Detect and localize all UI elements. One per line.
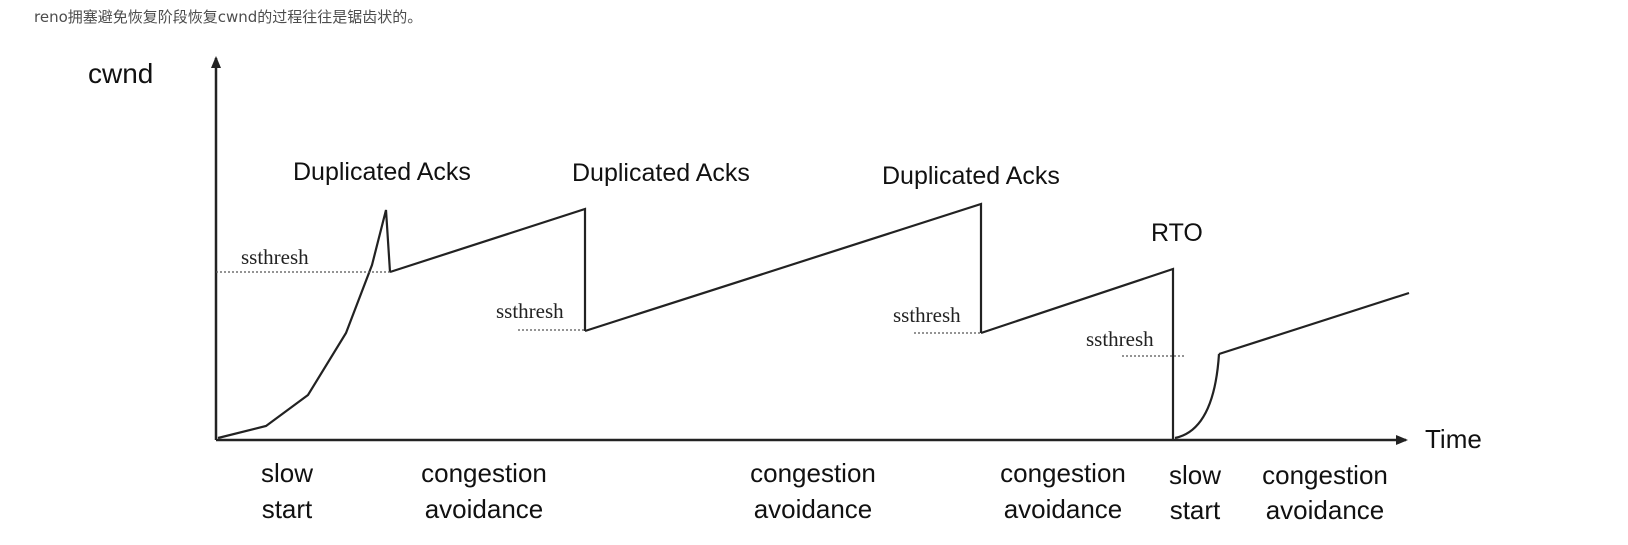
phase-label-line1: congestion	[421, 458, 547, 488]
event-label-rto: RTO	[1151, 219, 1203, 247]
event-label-dup-acks-2: Duplicated Acks	[572, 159, 750, 187]
phase-label-line1: congestion	[1000, 458, 1126, 488]
event-label-dup-acks-3: Duplicated Acks	[882, 162, 1060, 190]
cwnd-curve-avoidance-3	[980, 267, 1175, 440]
phase-label-line2: start	[262, 494, 313, 524]
phase-label-line2: start	[1170, 495, 1221, 525]
ssthresh-label-3: ssthresh	[893, 303, 961, 327]
caption-text: reno拥塞避免恢复阶段恢复cwnd的过程往往是锯齿状的。	[34, 8, 423, 26]
cwnd-curve-slow-start	[217, 209, 392, 440]
ssthresh-label-1: ssthresh	[241, 245, 309, 269]
phase-label-line1: slow	[1169, 460, 1221, 490]
phase-label-line1: slow	[261, 458, 313, 488]
phase-label-line2: avoidance	[1004, 494, 1123, 524]
phase-label-line2: avoidance	[754, 494, 873, 524]
y-axis-label: cwnd	[88, 58, 153, 89]
phase-label-line2: avoidance	[1266, 495, 1385, 525]
phase-label-line2: avoidance	[425, 494, 544, 524]
phase-label-line1: congestion	[750, 458, 876, 488]
ssthresh-label-2: ssthresh	[496, 299, 564, 323]
event-label-dup-acks-1: Duplicated Acks	[293, 158, 471, 186]
cwnd-curve-slow-start-2	[1174, 353, 1221, 440]
cwnd-curve-avoidance-2	[584, 202, 983, 333]
phase-label-line1: congestion	[1262, 460, 1388, 490]
ssthresh-label-4: ssthresh	[1086, 327, 1154, 351]
cwnd-curve-avoidance-1	[389, 207, 587, 331]
x-axis-label: Time	[1425, 424, 1482, 454]
cwnd-curve-avoidance-4	[1218, 291, 1410, 356]
